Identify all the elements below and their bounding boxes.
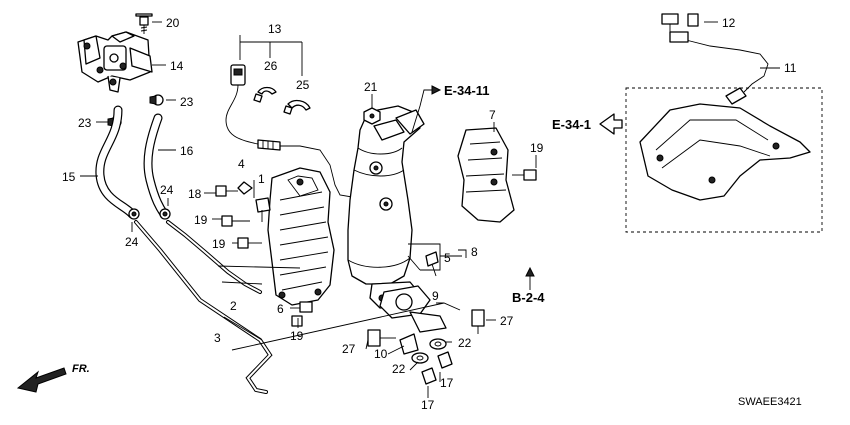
callout-6: 6 xyxy=(277,302,284,316)
callout-17-right: 17 xyxy=(440,376,454,390)
callout-22-left: 22 xyxy=(392,362,406,376)
bolt-part-6 xyxy=(299,301,313,313)
callout-1: 1 xyxy=(258,172,265,186)
callout-26: 26 xyxy=(264,59,278,73)
callout-23-lower: 23 xyxy=(78,116,92,130)
vacuum-hose-16 xyxy=(143,113,169,219)
converter-heat-shield-7 xyxy=(457,127,515,223)
callout-2: 2 xyxy=(230,299,237,313)
solenoid-valve-assembly xyxy=(77,31,153,93)
sensor-clip-12 xyxy=(687,13,699,27)
nut-part-21 xyxy=(363,107,381,125)
bolt-part-19-left xyxy=(221,215,250,227)
bolt-part-5 xyxy=(425,251,439,277)
callout-19-right: 19 xyxy=(530,141,544,155)
callout-9: 9 xyxy=(432,289,439,303)
callout-19-bottom: 19 xyxy=(290,329,304,343)
nut-17-right xyxy=(437,351,453,369)
callout-10: 10 xyxy=(374,347,388,361)
callout-8: 8 xyxy=(471,245,478,259)
catalytic-converter xyxy=(347,105,425,309)
sensor-clip-25 xyxy=(283,99,311,115)
converter-heat-shield-lower xyxy=(267,167,335,306)
bolt-part-19-lower xyxy=(237,237,262,249)
callout-numbers: 20 14 23 23 15 16 24 24 13 26 25 4 1 18 … xyxy=(62,16,797,412)
callout-12: 12 xyxy=(722,16,736,30)
stud-bolt-27-left xyxy=(367,329,396,347)
exhaust-flange-9 xyxy=(379,285,447,333)
callout-19-lower: 19 xyxy=(212,237,226,251)
callout-24-right: 24 xyxy=(160,183,174,197)
callout-17-lower: 17 xyxy=(421,398,435,412)
callout-25: 25 xyxy=(296,78,310,92)
callout-16: 16 xyxy=(180,144,194,158)
callout-23-upper: 23 xyxy=(180,95,194,109)
callout-22-right: 22 xyxy=(458,336,472,350)
callout-13: 13 xyxy=(268,22,282,36)
callout-27-right: 27 xyxy=(500,314,514,328)
reference-e-34-1: E-34-1 xyxy=(552,117,591,132)
oxygen-sensor-13 xyxy=(225,64,359,199)
hose-clamp-24-right xyxy=(159,208,171,220)
bolt-part-18 xyxy=(215,185,238,197)
vacuum-pipe-3 xyxy=(134,220,273,394)
hose-clamp-24-left xyxy=(128,208,140,220)
callout-21: 21 xyxy=(364,80,378,94)
front-direction-marker: FR. xyxy=(16,363,90,393)
bracket-part-1 xyxy=(255,197,271,222)
hose-clamp-23-upper xyxy=(149,94,164,106)
sensor-clip-26 xyxy=(253,86,277,103)
callout-19-left: 19 xyxy=(194,213,208,227)
callout-20: 20 xyxy=(166,16,180,30)
washer-22-left xyxy=(411,352,429,364)
vacuum-pipe-2 xyxy=(166,220,262,294)
callout-4: 4 xyxy=(238,157,245,171)
callout-11: 11 xyxy=(784,61,797,75)
callout-24-left: 24 xyxy=(125,235,139,249)
callout-3: 3 xyxy=(214,331,221,345)
exhaust-heat-shield-box xyxy=(625,87,823,233)
bolt-part-19-right xyxy=(512,169,537,181)
reference-e-34-11: E-34-11 xyxy=(444,83,490,98)
front-marker-label: FR. xyxy=(72,363,90,375)
gasket-part-4 xyxy=(237,181,253,195)
leader-lines xyxy=(80,21,780,398)
air-fuel-sensor-11 xyxy=(661,13,769,105)
reference-b-2-4: B-2-4 xyxy=(512,290,545,305)
stud-bolt-27-right xyxy=(471,309,485,334)
callout-7: 7 xyxy=(489,108,496,122)
callout-27-left: 27 xyxy=(342,342,356,356)
vacuum-hose-15 xyxy=(95,105,137,219)
washer-22-right xyxy=(429,338,447,350)
diagram-code: SWAEE3421 xyxy=(738,396,802,408)
callout-5: 5 xyxy=(444,251,451,265)
bolt-part-19-bottom xyxy=(291,315,303,327)
nut-17-lower xyxy=(421,367,437,385)
bolt-part-20 xyxy=(135,13,153,34)
callout-18: 18 xyxy=(188,187,202,201)
callout-15: 15 xyxy=(62,170,76,184)
gasket-part-10 xyxy=(399,333,419,355)
callout-14: 14 xyxy=(170,59,184,73)
